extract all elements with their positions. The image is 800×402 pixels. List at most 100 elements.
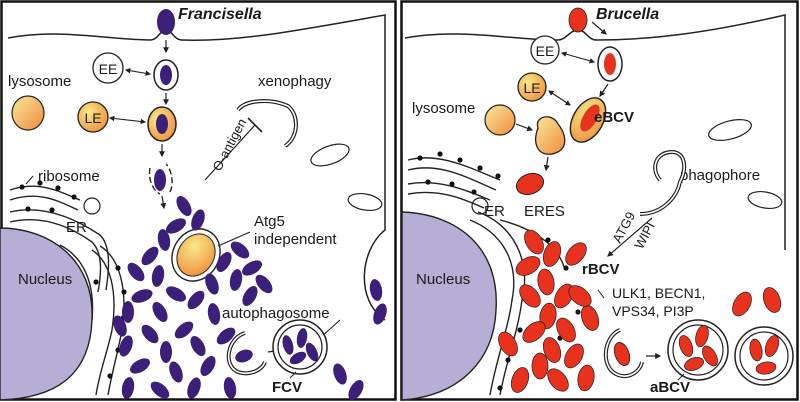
right-entering-bacterium [568, 7, 588, 33]
xenophagy-label: xenophagy [258, 73, 332, 90]
left-panel-title: Francisella [178, 6, 262, 23]
bacterium [242, 260, 262, 276]
left-nucleus [0, 227, 93, 401]
bacterium [151, 265, 165, 287]
right-panel: EE LE eBCV lysosome phagophore ATG9 WIPI [400, 0, 799, 401]
left-panel: EE lysosome LE xenophagy O-antigen [0, 0, 397, 401]
bacterium [216, 252, 232, 272]
fcv [272, 319, 328, 375]
bacterium [539, 302, 557, 330]
left-vesicle-b [347, 192, 383, 212]
left-vesicle-a [310, 143, 350, 167]
cytosolic-bacteria [113, 196, 387, 400]
bacterium [498, 331, 518, 357]
bacterium [531, 352, 549, 380]
bacterium [515, 256, 541, 276]
bacterium [131, 289, 153, 303]
right-panel-title: Brucella [596, 6, 659, 23]
bacterium [200, 356, 216, 376]
right-le-arrow [548, 90, 571, 106]
bacterium [537, 268, 555, 296]
right-lys-arrow [515, 123, 534, 132]
bacterium [160, 341, 172, 363]
rbcv-label: rBCV [582, 261, 620, 278]
right-top-bacteria [732, 287, 782, 317]
bacterium [230, 241, 250, 259]
left-ribosome-pointer [25, 175, 34, 185]
left-late-endosome [77, 101, 109, 133]
left-le-label: LE [84, 110, 101, 126]
bacterium [207, 303, 221, 325]
bacterium [166, 218, 186, 234]
bacterium [255, 274, 273, 294]
o-antigen-inhibition [204, 124, 256, 181]
left-early-endosome [92, 52, 124, 84]
bacterium [510, 367, 530, 393]
bacterium [169, 361, 183, 383]
factors-label-2: VPS34, PI3P [612, 303, 694, 319]
abcv-1 [667, 319, 729, 381]
abcv-2 [734, 326, 794, 386]
left-arrow-4 [160, 195, 167, 210]
right-lysosome [484, 104, 516, 136]
bacterium [141, 324, 159, 344]
o-antigen-bar [247, 117, 263, 133]
bacterium [130, 358, 150, 374]
bacterium [547, 368, 569, 392]
right-er-label: ER [484, 203, 505, 220]
right-vesicle-a [708, 119, 752, 141]
left-lysosome-label: lysosome [8, 73, 71, 90]
left-phagophore-inner [237, 100, 297, 147]
bacterium [369, 279, 383, 301]
left-vesicle-c [83, 197, 101, 215]
right-arrow-3 [543, 156, 550, 172]
left-bacterium-1 [160, 65, 172, 85]
left-le-arrow [108, 115, 147, 125]
bacterium [333, 363, 347, 385]
right-early-endosome [530, 35, 560, 65]
bacterium [564, 343, 584, 369]
bacterium [122, 301, 134, 323]
right-lysosome-label: lysosome [412, 100, 475, 117]
factors-label-1: ULK1, BECN1, [612, 285, 705, 301]
right-phagophore-inner [639, 151, 685, 215]
right-fusing-vacuole [535, 116, 566, 155]
bacterium [176, 196, 192, 216]
bacterium [187, 377, 201, 399]
ebcv-bacterium [580, 104, 600, 132]
left-bacterium-3 [154, 169, 166, 191]
left-entering-bacterium [157, 9, 175, 35]
bacterium [556, 317, 576, 343]
left-cell-membrane [7, 14, 386, 321]
bacterium [174, 321, 194, 339]
bacterium [568, 285, 592, 307]
bacterium [127, 262, 145, 282]
left-ee-label: EE [99, 61, 118, 77]
left-er [9, 185, 125, 396]
bacterium [242, 286, 258, 306]
phagophore-label: phagophore [680, 167, 760, 184]
left-er-label: ER [66, 219, 87, 236]
right-vesicle-b [747, 190, 783, 210]
right-arrow-1 [591, 21, 607, 35]
bacterium [152, 302, 168, 322]
right-er [407, 157, 566, 396]
left-ribosome-label: ribosome [38, 168, 100, 185]
right-autophagosome-forming [603, 328, 662, 379]
eres-label: ERES [524, 203, 565, 220]
right-ee-arrow [560, 51, 596, 64]
bacterium [542, 241, 562, 267]
right-nucleus-label: Nucleus [416, 271, 470, 288]
left-broken-vacuole [148, 163, 173, 195]
bacterium [216, 327, 236, 345]
bacterium [223, 377, 237, 399]
right-nucleus [401, 211, 497, 401]
bacterium [519, 284, 541, 308]
bacterium [141, 246, 159, 266]
left-lysosome [11, 95, 45, 131]
bacterium [577, 364, 595, 392]
bacterium [157, 229, 171, 251]
factors-pointer [597, 289, 605, 299]
abcv-pointer [677, 373, 685, 381]
